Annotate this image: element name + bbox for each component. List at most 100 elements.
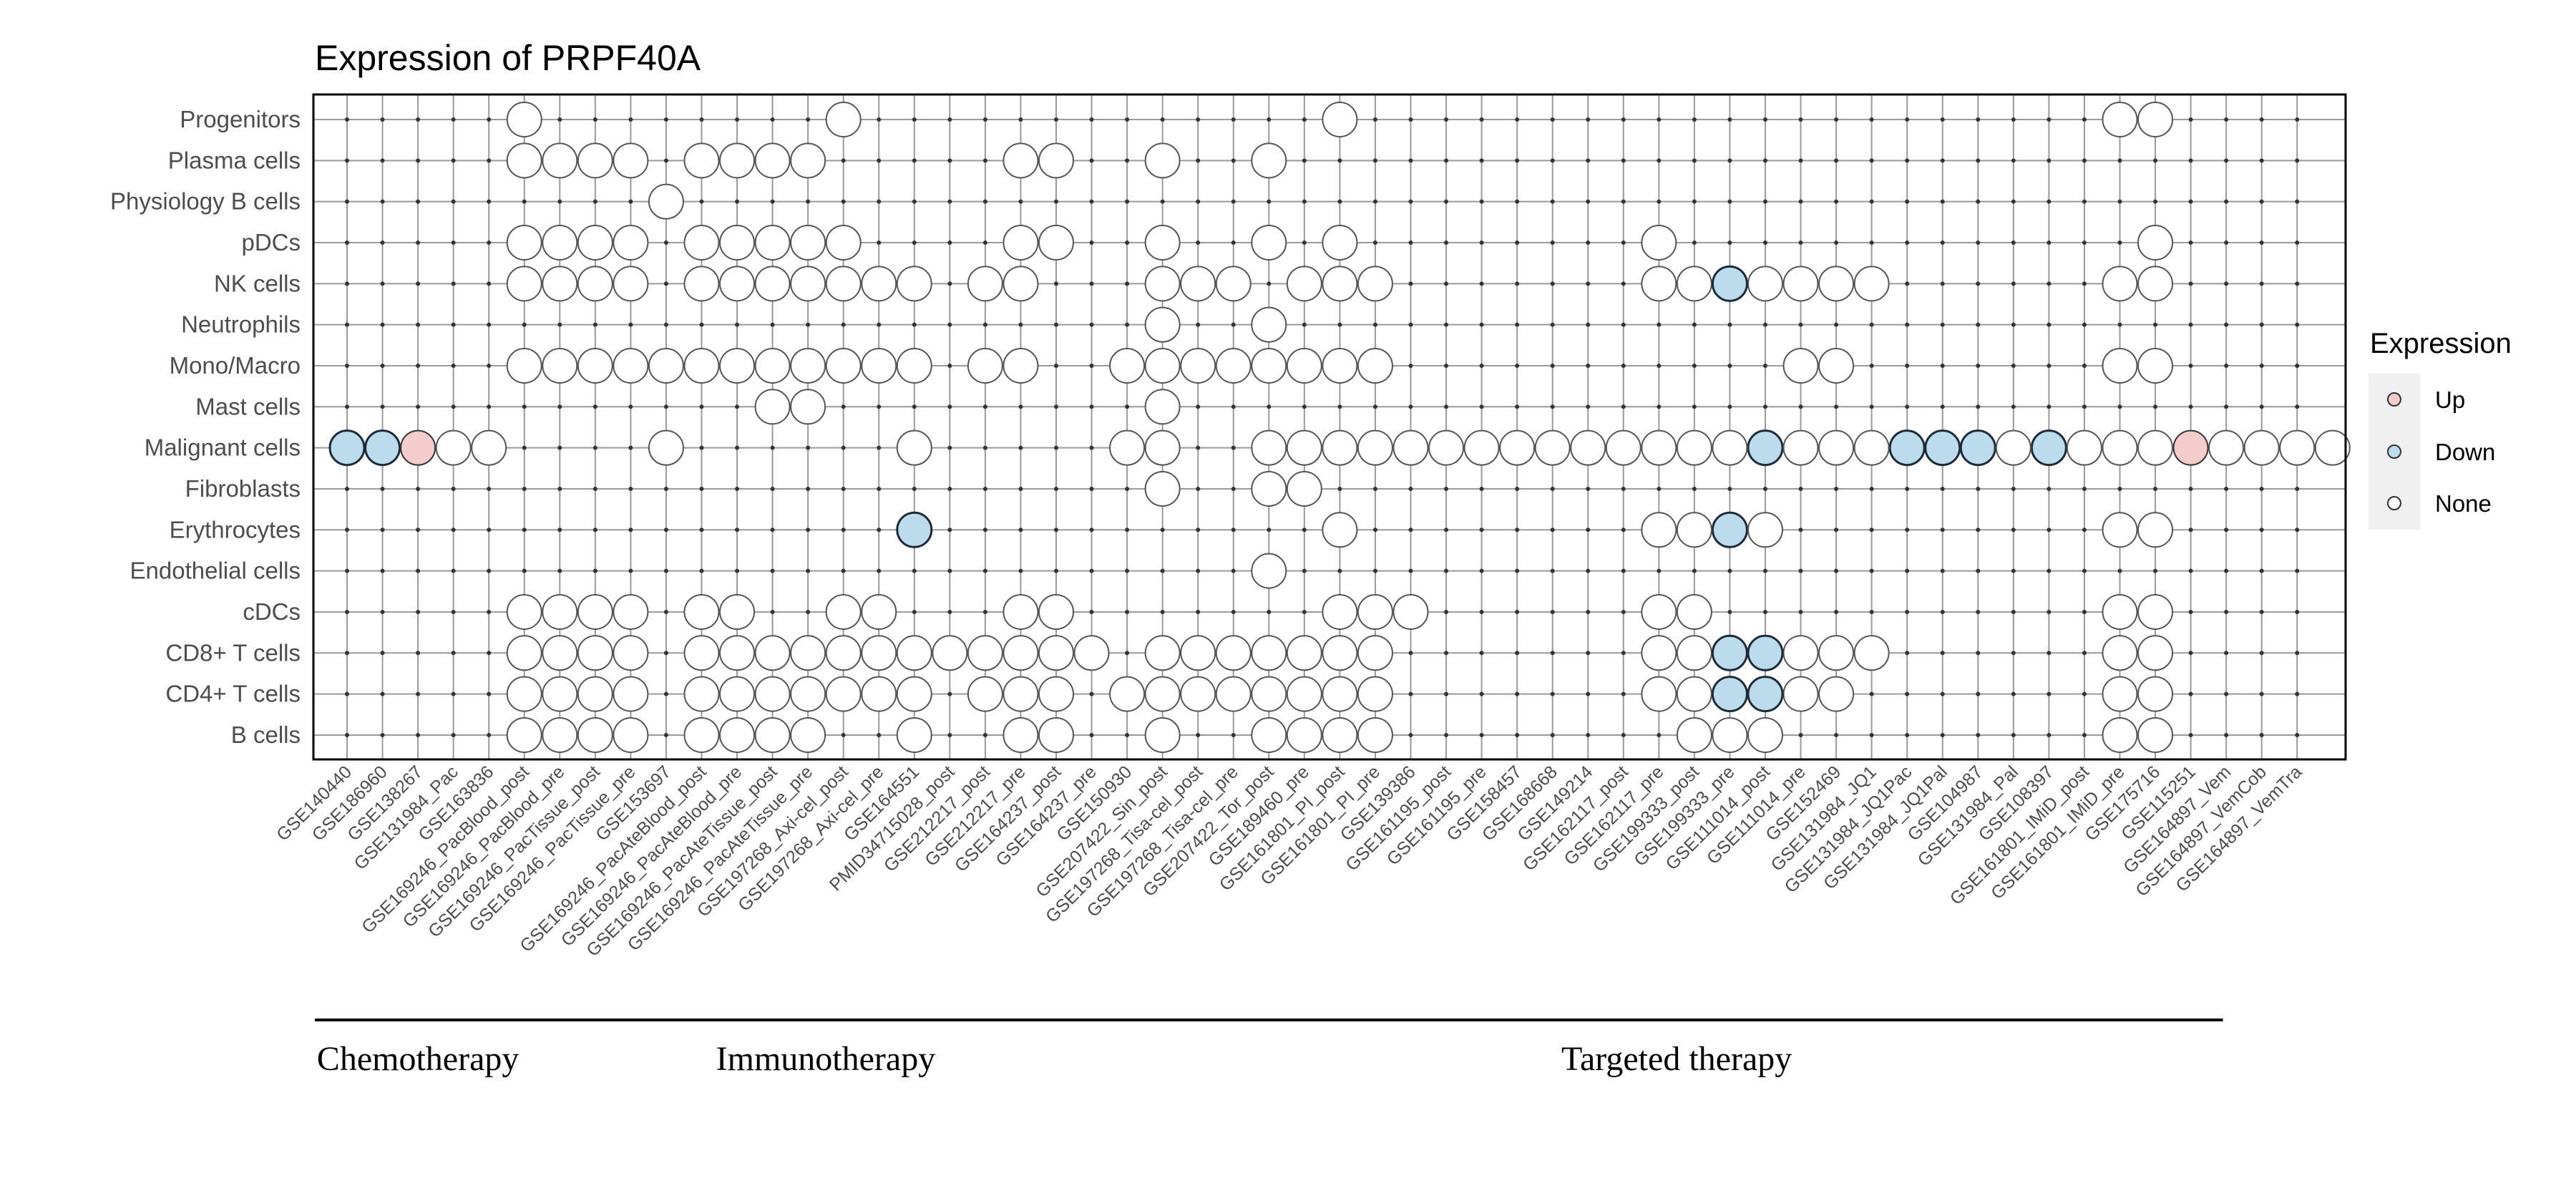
grid-dot bbox=[1550, 404, 1555, 409]
grid-dot bbox=[1479, 691, 1484, 696]
grid-dot bbox=[345, 240, 349, 245]
grid-dot bbox=[1372, 486, 1377, 491]
grid-dot bbox=[2082, 281, 2087, 286]
grid-dot bbox=[1727, 568, 1732, 573]
grid-dot bbox=[1905, 281, 1910, 286]
grid-dot bbox=[1089, 322, 1094, 327]
expression-circle-none bbox=[967, 347, 1003, 384]
grid-dot bbox=[2224, 732, 2229, 737]
grid-dot bbox=[1408, 404, 1413, 409]
expression-circle-none bbox=[896, 635, 932, 671]
grid-dot bbox=[557, 528, 562, 533]
grid-dot bbox=[912, 486, 917, 491]
grid-dot bbox=[663, 117, 668, 122]
grid-dot bbox=[1621, 281, 1626, 286]
grid-dot bbox=[1125, 528, 1130, 533]
grid-dot bbox=[1834, 199, 1839, 204]
grid-dot bbox=[1018, 486, 1023, 491]
grid-dot bbox=[1408, 486, 1413, 491]
expression-circle-none bbox=[683, 347, 720, 384]
expression-circle-none bbox=[506, 716, 542, 753]
grid-dot bbox=[1231, 240, 1236, 245]
grid-dot bbox=[841, 404, 846, 409]
grid-dot bbox=[1479, 281, 1484, 286]
grid-dot bbox=[2082, 691, 2087, 696]
grid-dot bbox=[487, 240, 492, 245]
grid-dot bbox=[1444, 404, 1449, 409]
grid-dot bbox=[982, 158, 987, 163]
expression-circle-down bbox=[1747, 429, 1784, 467]
grid-dot bbox=[1976, 486, 1981, 491]
grid-dot bbox=[2011, 732, 2016, 737]
grid-dot bbox=[1621, 732, 1626, 737]
expression-circle-none bbox=[1144, 676, 1181, 712]
grid-dot bbox=[2153, 158, 2158, 163]
grid-dot bbox=[1976, 651, 1981, 656]
grid-dot bbox=[2117, 486, 2122, 491]
grid-dot bbox=[2188, 651, 2193, 656]
grid-dot bbox=[1089, 158, 1094, 163]
grid-dot bbox=[663, 322, 668, 327]
grid-dot bbox=[1869, 404, 1874, 409]
grid-dot bbox=[2224, 363, 2229, 368]
grid-dot bbox=[1586, 117, 1591, 122]
expression-circle-none bbox=[613, 224, 649, 261]
grid-dot bbox=[1231, 117, 1236, 122]
grid-dot bbox=[1905, 691, 1910, 696]
grid-dot bbox=[380, 158, 385, 163]
grid-dot bbox=[2046, 651, 2051, 656]
grid-dot bbox=[1125, 281, 1130, 286]
grid-dot bbox=[1657, 732, 1662, 737]
expression-circle-none bbox=[506, 635, 542, 671]
expression-circle-none bbox=[1641, 593, 1677, 630]
grid-dot bbox=[2082, 568, 2087, 573]
grid-dot bbox=[2188, 528, 2193, 533]
grid-dot bbox=[1763, 199, 1767, 204]
grid-dot bbox=[1018, 445, 1023, 450]
grid-dot bbox=[1125, 158, 1130, 163]
grid-dot bbox=[1621, 691, 1626, 696]
grid-dot bbox=[1586, 281, 1591, 286]
grid-dot bbox=[1834, 404, 1839, 409]
grid-dot bbox=[663, 281, 668, 286]
expression-circle-none bbox=[1357, 347, 1393, 384]
expression-circle-none bbox=[577, 676, 613, 712]
expression-circle-none bbox=[1038, 635, 1074, 671]
grid-dot bbox=[1550, 199, 1555, 204]
expression-circle-none bbox=[1180, 676, 1216, 712]
grid-dot bbox=[1550, 117, 1555, 122]
grid-dot bbox=[2259, 322, 2264, 327]
grid-dot bbox=[487, 322, 492, 327]
grid-dot bbox=[1196, 117, 1201, 122]
grid-dot bbox=[1372, 117, 1377, 122]
grid-dot bbox=[592, 117, 597, 122]
grid-dot bbox=[1267, 609, 1272, 614]
grid-dot bbox=[1372, 404, 1377, 409]
expression-circle-none bbox=[1251, 676, 1287, 712]
grid-dot bbox=[1976, 322, 1981, 327]
grid-dot bbox=[1231, 528, 1236, 533]
grid-dot bbox=[1444, 158, 1449, 163]
grid-dot bbox=[2295, 404, 2300, 409]
grid-dot bbox=[1657, 568, 1662, 573]
grid-dot bbox=[628, 117, 633, 122]
grid-dot bbox=[663, 404, 668, 409]
grid-dot bbox=[628, 322, 633, 327]
grid-dot bbox=[1834, 117, 1839, 122]
expression-circle-none bbox=[1251, 142, 1287, 179]
grid-dot bbox=[1692, 117, 1697, 122]
grid-dot bbox=[1940, 199, 1945, 204]
grid-dot bbox=[877, 404, 882, 409]
grid-dot bbox=[1550, 281, 1555, 286]
expression-circle-none bbox=[754, 142, 791, 179]
grid-dot bbox=[1408, 199, 1413, 204]
grid-dot bbox=[1905, 732, 1910, 737]
grid-dot bbox=[2295, 651, 2300, 656]
grid-dot bbox=[2082, 158, 2087, 163]
grid-dot bbox=[1550, 609, 1555, 614]
grid-dot bbox=[1479, 404, 1484, 409]
grid-dot bbox=[877, 486, 882, 491]
grid-dot bbox=[416, 363, 421, 368]
expression-circle-none bbox=[2137, 429, 2174, 466]
grid-dot bbox=[947, 158, 952, 163]
